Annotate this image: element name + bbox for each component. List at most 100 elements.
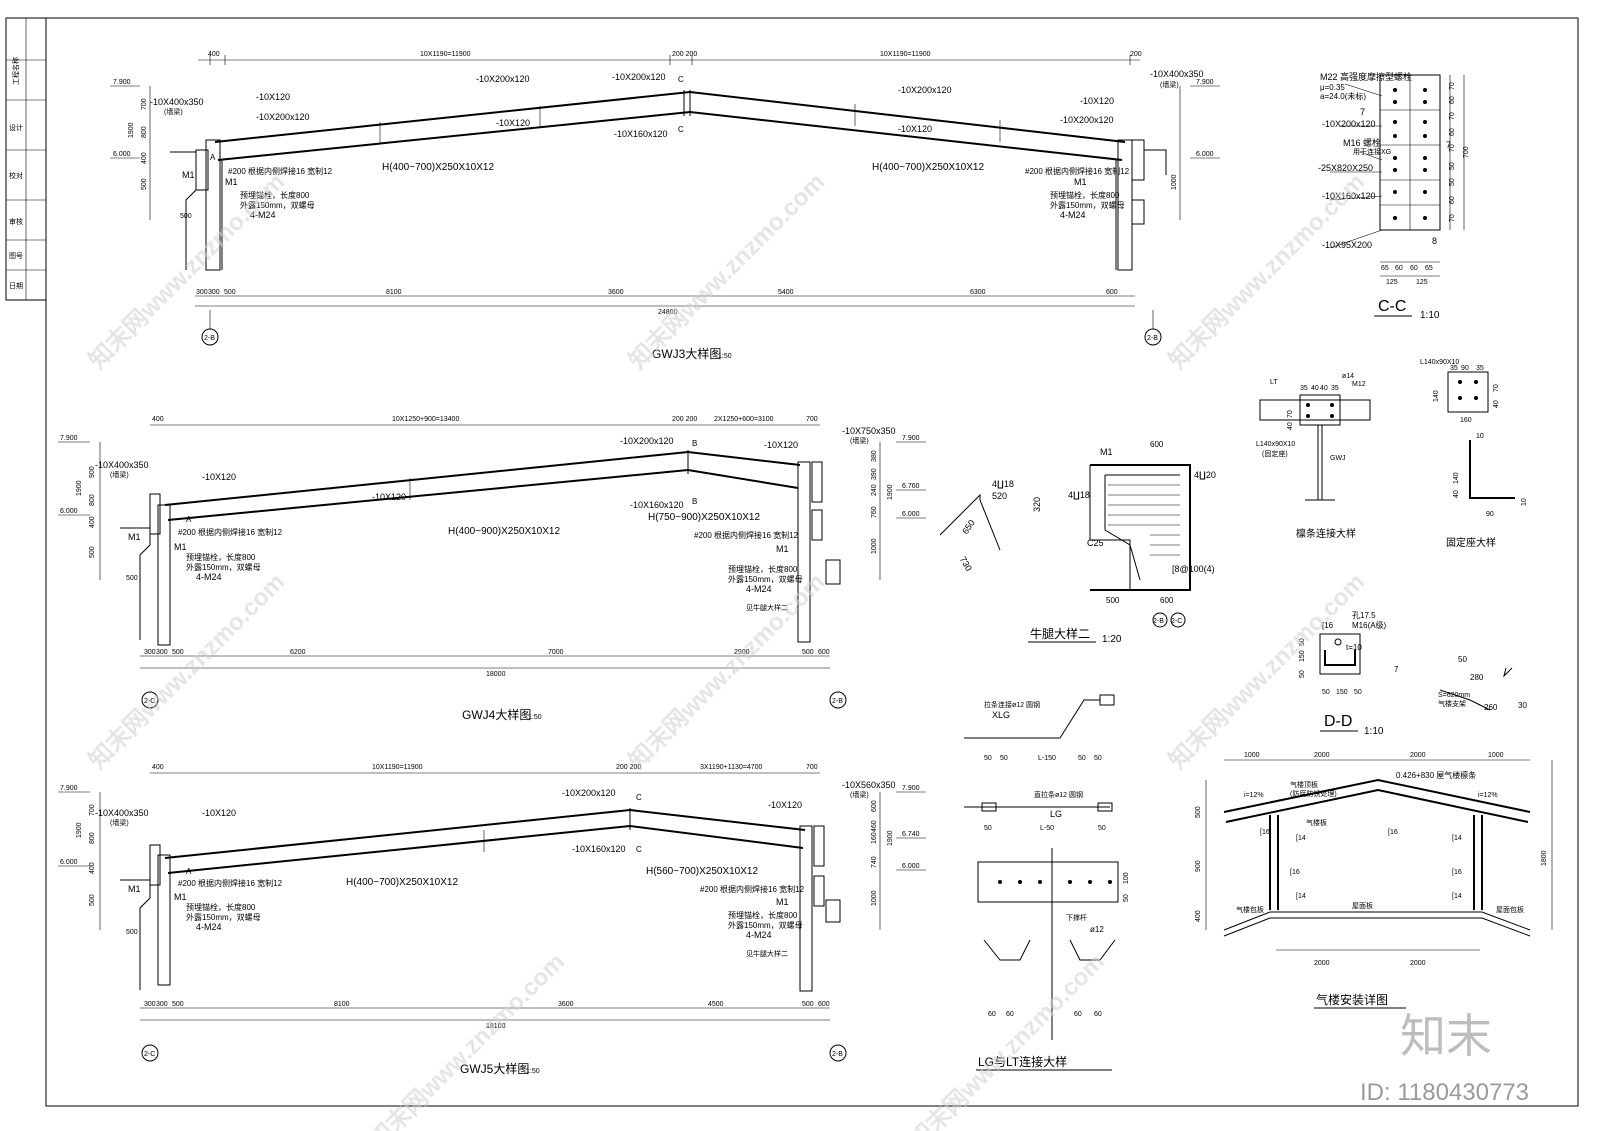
purlin-dim: 40	[1287, 422, 1294, 430]
gwj5-hdim: 500	[89, 894, 96, 906]
vent-bot-dim: 2000	[1410, 960, 1426, 967]
gwj3-column-left	[205, 139, 221, 271]
gwj4-elev: 7.900	[902, 435, 920, 442]
lglt-dim: 50	[1000, 755, 1008, 762]
corbel-label: 4∐20	[1194, 470, 1216, 480]
dd-dim: 150	[1336, 689, 1348, 696]
cc-rdim: 70	[1449, 214, 1456, 222]
gwj3-m1: M1	[225, 177, 238, 187]
corbel-dim: 600	[1150, 440, 1164, 449]
fixed-dim: 10	[1521, 498, 1528, 506]
corbel-scale: 1:20	[1102, 634, 1122, 645]
dd-section-detail: [16 孔17.5 M16(A级) t=10 7 50 150 50 50 15…	[1299, 611, 1399, 737]
gwj3-top-dim: 10X1190=11900	[880, 51, 931, 58]
corbel-label: 520	[992, 491, 1007, 501]
vent-hdim: 900	[1195, 860, 1202, 872]
purlin-label: L140x90X10	[1256, 441, 1295, 448]
lglt-dim: 60	[1094, 1011, 1102, 1018]
note-label: 260	[1484, 703, 1498, 712]
purlin-connection-detail: LT M12 ø14 L140x90X10 (固定座) GWJ 35 40 40…	[1256, 373, 1371, 540]
vent-hdim: 1800	[1541, 850, 1548, 866]
gwj5-bot-dim: 500	[172, 1001, 184, 1008]
gwj3-label: (墙梁)	[164, 107, 183, 116]
gwj4-hole-note: #200 根据内侧焊接16 宽制12	[178, 527, 283, 537]
gwj3-title: GWJ3大样图	[652, 346, 721, 361]
gwj3-top-dim: 400	[208, 51, 220, 58]
gwj3-label: -10X400x350	[1150, 69, 1204, 79]
gwj5-bot-dim: 500	[802, 1001, 814, 1008]
purlin-dim: 40	[1311, 385, 1319, 392]
gwj5-scale: 1:50	[526, 1068, 540, 1075]
gwj3-hdim: 400	[141, 152, 148, 164]
purlin-label: GWJ	[1330, 455, 1346, 462]
gwj3-m1: M1	[1074, 177, 1087, 187]
purlin-label: M12	[1352, 381, 1366, 388]
lglt-dim: 100	[1123, 872, 1130, 884]
gwj5-bot-dim: 600	[818, 1001, 830, 1008]
gwj5-hdim: 1900	[76, 822, 83, 838]
gwj3-hdim: 1000	[1171, 174, 1178, 190]
corbel-title: 牛腿大样二	[1030, 626, 1090, 641]
gwj5-bolt-note: 外露150mm，双螺母	[728, 920, 803, 930]
gwj4-bot-dim: 7000	[548, 649, 564, 656]
gwj5-hole-note: #200 根据内侧焊接16 宽制12	[700, 884, 805, 894]
gwj4-hdim: 380	[871, 450, 878, 462]
note-label: 50	[1458, 655, 1467, 664]
gwj5-hdim: 1900	[887, 830, 894, 846]
gwj4-bot-dim: 2900	[734, 649, 750, 656]
gwj4-label: -10X120	[372, 492, 406, 502]
gwj5-label: -10X560x350	[842, 780, 896, 790]
corbel-label: 4∐18	[1068, 490, 1090, 500]
gwj5-column-left	[157, 854, 171, 986]
gwj4-bot-dim: 500	[172, 649, 184, 656]
fixed-dim: 35	[1450, 365, 1458, 372]
cc-label: -10X200x120	[1322, 119, 1376, 129]
corbel-label: M1	[1100, 447, 1113, 457]
gwj3-bolt-count: 4-M24	[250, 210, 276, 220]
gwj3-label: -10X200x120	[612, 72, 666, 82]
gwj4-label: -10X400x350	[95, 460, 149, 470]
cc-label: -25X820X250	[1318, 163, 1373, 173]
gwj3-bolt-note: 外露150mm，双螺母	[240, 200, 315, 210]
gwj5-elev: 7.900	[60, 785, 78, 792]
gwj3-bot-dim: 600	[1106, 289, 1118, 296]
vent-label: 气楼包板	[1236, 905, 1264, 914]
gwj5-axis: 2-B	[832, 1051, 843, 1058]
gwj4-m1: M1	[174, 542, 187, 552]
gwj4-sec: B	[692, 497, 697, 506]
gwj3-sec: C	[678, 125, 684, 134]
tb-cell: 设计	[9, 123, 23, 132]
cc-bdim: 65	[1381, 265, 1389, 272]
sheet-frame	[45, 17, 1579, 1107]
gwj3-hdim: 500	[141, 178, 148, 190]
gwj5-hdim: 460	[871, 820, 878, 832]
gwj3-label: -10X120	[898, 124, 932, 134]
gwj3-dim-500: 500	[180, 213, 192, 220]
purlin-label: (固定座)	[1262, 449, 1288, 458]
gwj3-bolt-note: 预埋锚栓，长度800	[1050, 190, 1120, 200]
purlin-title: 檩条连接大样	[1296, 527, 1356, 540]
tb-cell: 审核	[9, 217, 23, 226]
corbel-label: 4∐18	[992, 479, 1014, 489]
gwj4-bolt-note: 预埋锚栓，长度800	[186, 552, 256, 562]
fixed-dim: 70	[1493, 384, 1500, 392]
lglt-label: XLG	[992, 710, 1010, 720]
cc-section-detail: M22 高强度摩擦型螺栓 μ=0.35 a=24.0(未标) -10X200x1…	[1318, 71, 1470, 321]
gwj3-frame-elevation: 400 10X1190=11900 200 200 10X1190=11900 …	[110, 51, 1220, 361]
note-label: 30	[1518, 701, 1527, 710]
gwj5-hdim: 1000	[871, 890, 878, 906]
gwj3-bot-dim: 3600	[608, 289, 624, 296]
gwj4-label: (墙梁)	[850, 436, 869, 445]
gwj4-total: 18000	[486, 671, 506, 678]
purlin-dim: 35	[1300, 385, 1308, 392]
dd-dim: 50	[1299, 670, 1306, 678]
gwj5-bot-dim: 4500	[708, 1001, 724, 1008]
gwj3-hole-note: #200 根据内侧焊接16 宽制12	[228, 166, 333, 176]
gwj3-label: -10X200x120	[256, 112, 310, 122]
corbel-label: C25	[1087, 538, 1104, 548]
gwj5-top-dim: 700	[806, 764, 818, 771]
gwj4-hole-note: #200 根据内侧焊接16 宽制12	[694, 530, 799, 540]
gwj5-bot-dim: 8100	[334, 1001, 350, 1008]
gwj5-column-right	[799, 825, 813, 992]
